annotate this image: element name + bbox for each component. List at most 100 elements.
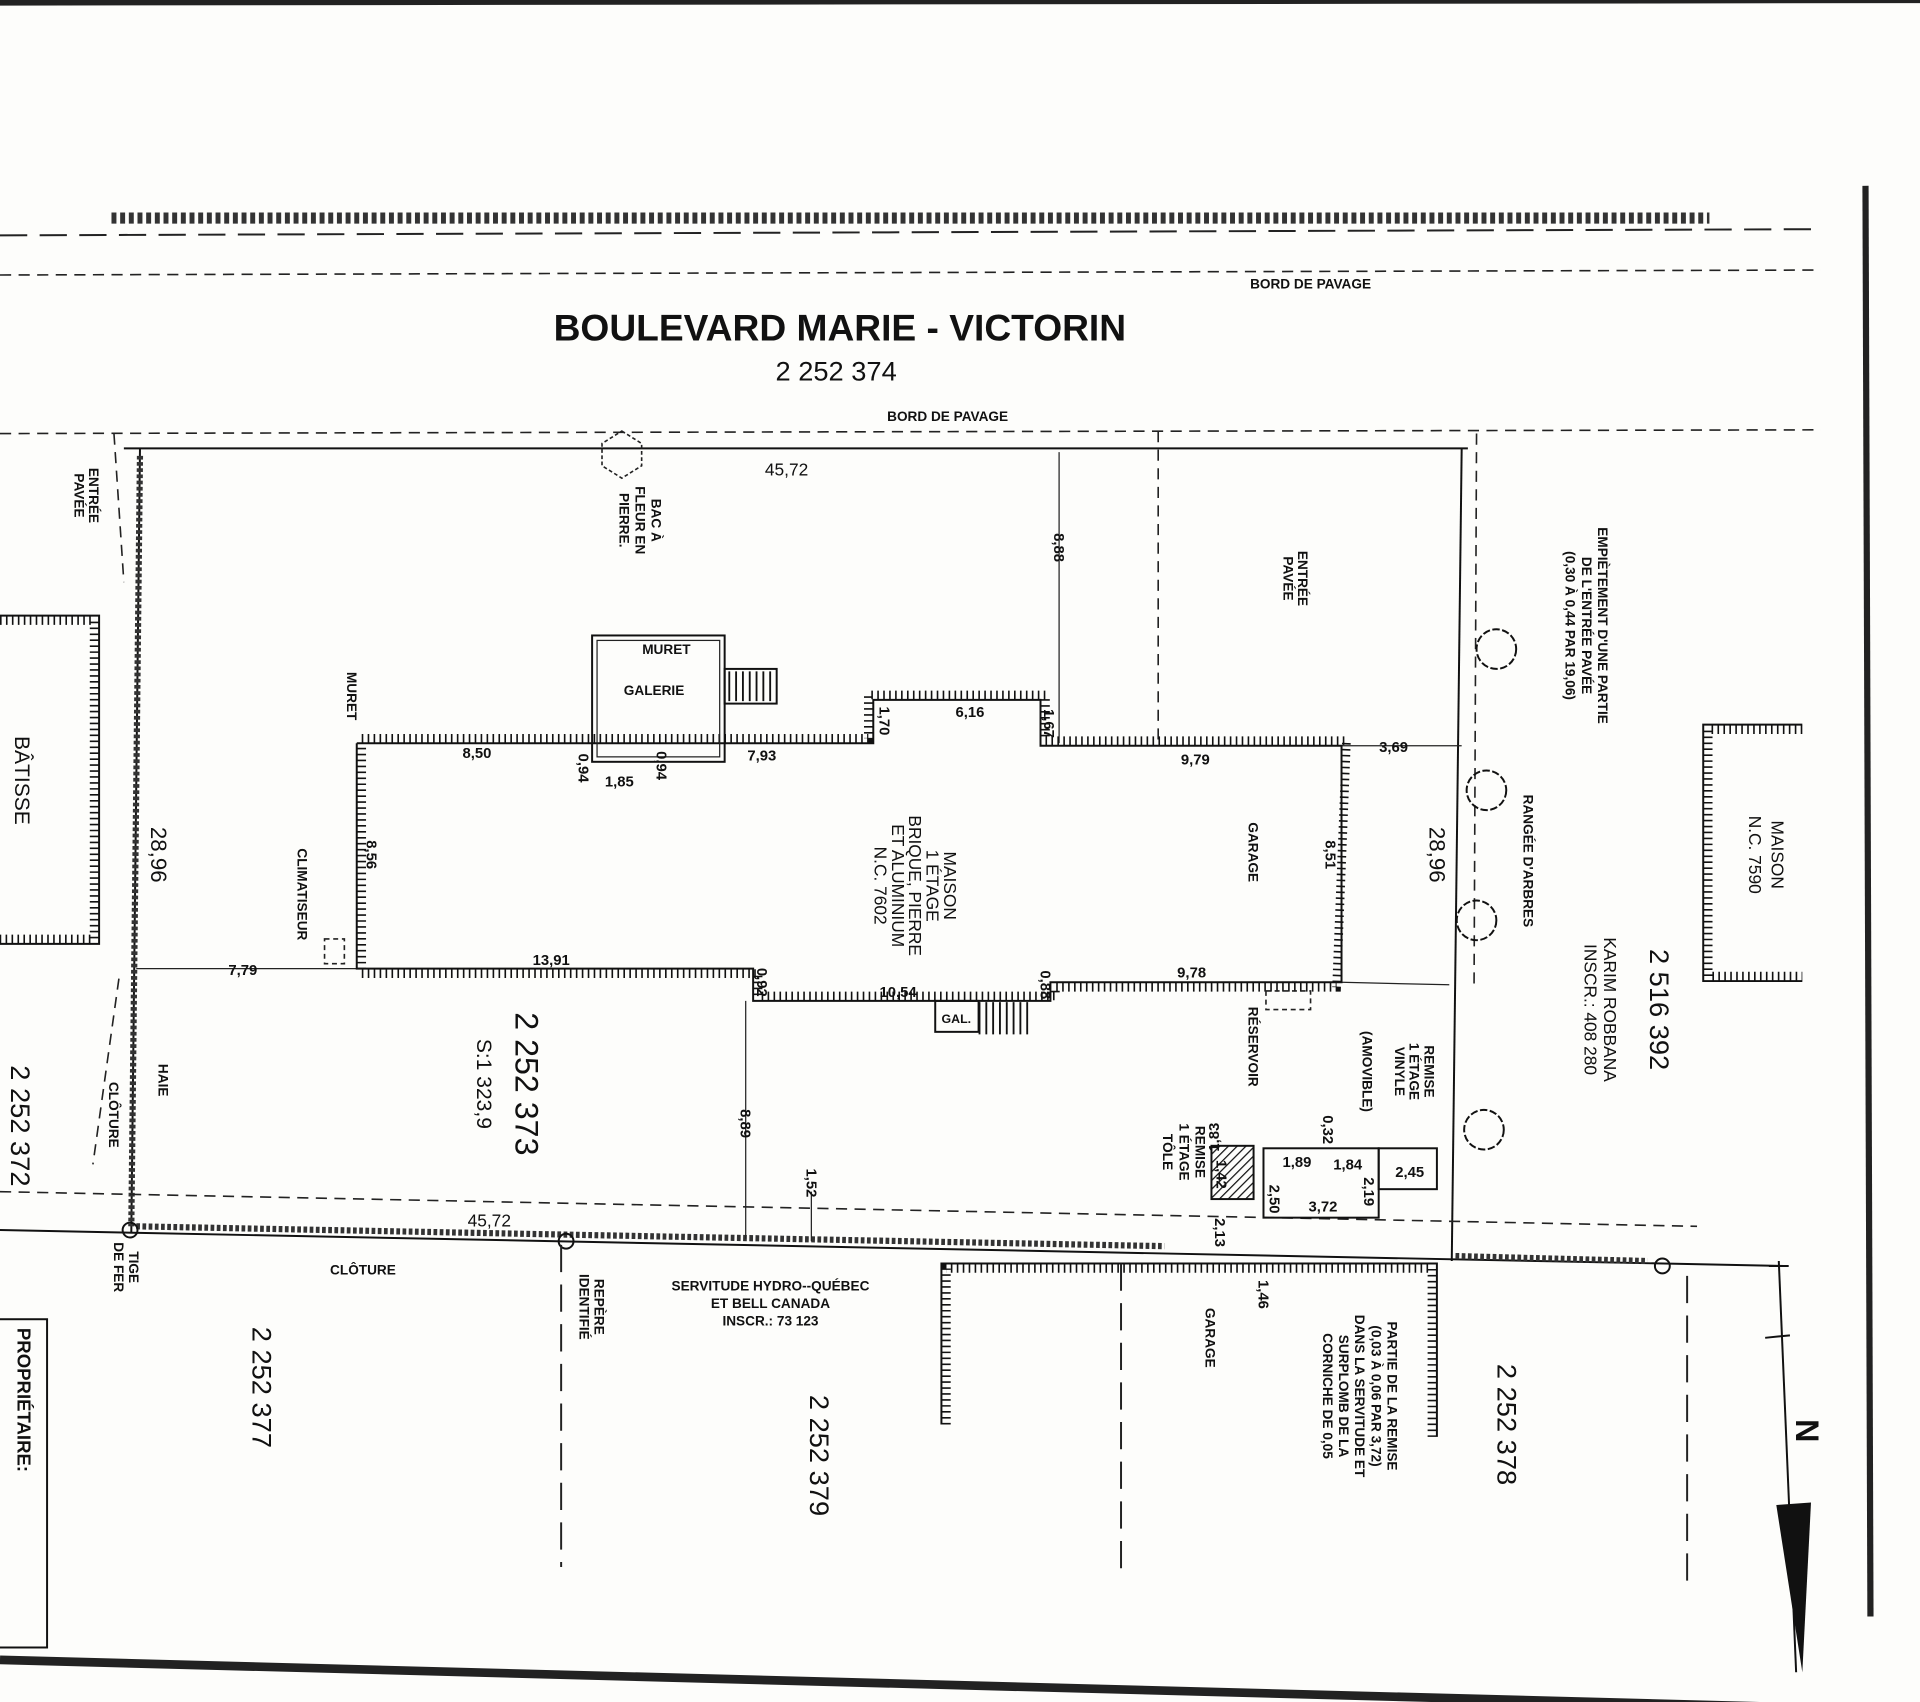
right-lot-number: 2 516 392 bbox=[1644, 949, 1675, 1070]
garage-rear-line bbox=[1341, 981, 1450, 986]
partie-remise-5: CORNICHE DE 0,05 bbox=[1320, 1333, 1335, 1459]
servitude-label-1: SERVITUDE HYDRO--QUÉBEC bbox=[672, 1279, 870, 1294]
house-label-3: BRIQUE, PIERRE bbox=[905, 815, 925, 956]
bottom-garage-hatching bbox=[942, 1264, 1437, 1437]
road-name: BOULEVARD MARIE - VICTORIN bbox=[554, 307, 1127, 349]
galerie-label: GALERIE bbox=[624, 683, 685, 698]
dim-6-16: 6,16 bbox=[955, 705, 984, 721]
dim-front: 45,72 bbox=[765, 460, 808, 480]
lot-379-number: 2 252 379 bbox=[804, 1395, 835, 1516]
remise-vinyle-3: VINYLE bbox=[1392, 1047, 1407, 1096]
dim-8-89: 8,89 bbox=[737, 1109, 753, 1138]
dim-0-94a: 0,94 bbox=[574, 754, 590, 784]
dim-3-72: 3,72 bbox=[1308, 1199, 1337, 1215]
house-label-1: MAISON bbox=[940, 852, 960, 920]
owner-label: PROPRIÉTAIRE: bbox=[13, 1328, 34, 1472]
cloture-label: CLÔTURE bbox=[330, 1263, 396, 1278]
climatiseur-unit bbox=[323, 938, 346, 965]
empietement-1: EMPIÈTEMENT D'UNE PARTIE bbox=[1595, 527, 1610, 724]
house-label-5: N.C. 7602 bbox=[871, 847, 891, 925]
repere-label-2: IDENTIFIÉ bbox=[577, 1274, 592, 1340]
galerie-stairs bbox=[723, 667, 778, 705]
house-hatching bbox=[357, 690, 1351, 1001]
climatiseur-label: CLIMATISEUR bbox=[294, 848, 309, 940]
house-label-4: ET ALUMINIUM bbox=[888, 824, 908, 947]
tree-icon bbox=[1465, 769, 1508, 812]
dim-1-52: 1,52 bbox=[802, 1169, 818, 1198]
empietement-3: (0,30 À 0,44 PAR 19,06) bbox=[1563, 551, 1578, 700]
pavement-edge-top bbox=[0, 269, 1821, 276]
dim-0-32: 0,32 bbox=[1319, 1115, 1335, 1144]
house-label-2: 1 ÉTAGE bbox=[923, 850, 943, 922]
tree-icon bbox=[1475, 628, 1518, 670]
left-entry-dashed bbox=[113, 433, 125, 583]
entree-right-2: PAVÉE bbox=[1280, 556, 1295, 600]
dim-2-50: 2,50 bbox=[1266, 1185, 1282, 1214]
dim-1-67: 1,67 bbox=[1040, 709, 1056, 738]
identified-marker bbox=[557, 1232, 575, 1250]
dim-1-84: 1,84 bbox=[1333, 1157, 1363, 1173]
road-dashed-line bbox=[0, 228, 1821, 237]
bac-label-2: FLEUR EN bbox=[632, 486, 647, 554]
dim-right-side: 28,96 bbox=[1424, 827, 1449, 883]
garage-label: GARAGE bbox=[1246, 822, 1261, 882]
subject-lot-area: S:1 323,9 bbox=[472, 1039, 495, 1129]
shed-tole bbox=[1210, 1144, 1255, 1201]
dim-13-91: 13,91 bbox=[533, 953, 570, 969]
remise-tole-1: REMISE bbox=[1192, 1126, 1207, 1178]
tree-icon bbox=[1455, 899, 1498, 942]
rear-lot-line bbox=[0, 1229, 1784, 1267]
partie-remise-2: (0,03 À 0,06 PAR 3,72) bbox=[1368, 1325, 1383, 1466]
north-label: N bbox=[1789, 1419, 1825, 1442]
dim-8-50: 8,50 bbox=[462, 746, 491, 762]
cloture-v-label: CLÔTURE bbox=[106, 1082, 121, 1148]
dim-8-88: 8,88 bbox=[1050, 533, 1066, 562]
dim-0-94b: 0,94 bbox=[653, 751, 669, 781]
dim-1-46: 1,46 bbox=[1255, 1280, 1271, 1309]
dim-1-83: 1,83 bbox=[1207, 1123, 1223, 1152]
dim-3-69: 3,69 bbox=[1379, 740, 1408, 756]
dim-2-45: 2,45 bbox=[1395, 1165, 1424, 1181]
shed-vinyl-extension bbox=[1377, 1147, 1438, 1191]
right-border bbox=[1862, 185, 1874, 1617]
house-7590-outline bbox=[1702, 723, 1803, 983]
house-7590-label-2: N.C. 7590 bbox=[1745, 816, 1765, 894]
reservoir-unit bbox=[1265, 990, 1312, 1011]
muret-label: MURET bbox=[344, 672, 359, 721]
galerie-muret-label: MURET bbox=[642, 642, 691, 657]
right-dashed-line bbox=[1473, 433, 1478, 985]
right-owner: KARIM ROBBANA bbox=[1600, 937, 1620, 1082]
dim-0-92: 0,92 bbox=[753, 968, 769, 997]
remise-vinyle-1: REMISE bbox=[1422, 1045, 1437, 1097]
dim-left-side: 28,96 bbox=[146, 827, 171, 883]
bottom-border bbox=[0, 1655, 1760, 1702]
dim-1-85: 1,85 bbox=[605, 775, 634, 791]
right-inscription: INSCR.: 408 280 bbox=[1580, 944, 1600, 1075]
remise-tole-3: TÔLE bbox=[1160, 1134, 1175, 1170]
house-7590-label-1: MAISON bbox=[1767, 821, 1787, 889]
servitude-label-3: INSCR.: 73 123 bbox=[722, 1313, 818, 1328]
batisse-outline bbox=[0, 614, 101, 945]
dim-9-78: 9,78 bbox=[1177, 965, 1206, 981]
galerie-inner bbox=[596, 639, 721, 758]
dim-7-93: 7,93 bbox=[747, 749, 776, 765]
dim-1-89: 1,89 bbox=[1282, 1155, 1311, 1171]
tree-icon bbox=[1463, 1108, 1505, 1151]
dim-8-51: 8,51 bbox=[1321, 840, 1337, 869]
dim-1-42: 1,42 bbox=[1212, 1160, 1228, 1189]
remise-tole-2: 1 ÉTAGE bbox=[1176, 1123, 1191, 1180]
pavement-edge-bottom bbox=[0, 429, 1821, 435]
pavement-edge-label-bottom: BORD DE PAVAGE bbox=[887, 409, 1008, 424]
rear-fence bbox=[136, 1223, 1165, 1250]
dim-2-13: 2,13 bbox=[1211, 1218, 1227, 1247]
batisse-label: BÂTISSE bbox=[10, 736, 33, 825]
road-lot-number: 2 252 374 bbox=[776, 355, 897, 386]
partie-remise-4: SURPLOMB DE LA bbox=[1336, 1335, 1351, 1458]
dim-10-54: 10,54 bbox=[879, 985, 917, 1001]
servitude-label-2: ET BELL CANADA bbox=[711, 1296, 830, 1311]
tree-row bbox=[1455, 628, 1518, 1151]
lot-377-number: 2 252 377 bbox=[247, 1327, 278, 1448]
partie-remise-1: PARTIE DE LA REMISE bbox=[1384, 1322, 1399, 1471]
iron-rod-marker bbox=[121, 1221, 139, 1239]
dim-9-79: 9,79 bbox=[1181, 752, 1210, 768]
